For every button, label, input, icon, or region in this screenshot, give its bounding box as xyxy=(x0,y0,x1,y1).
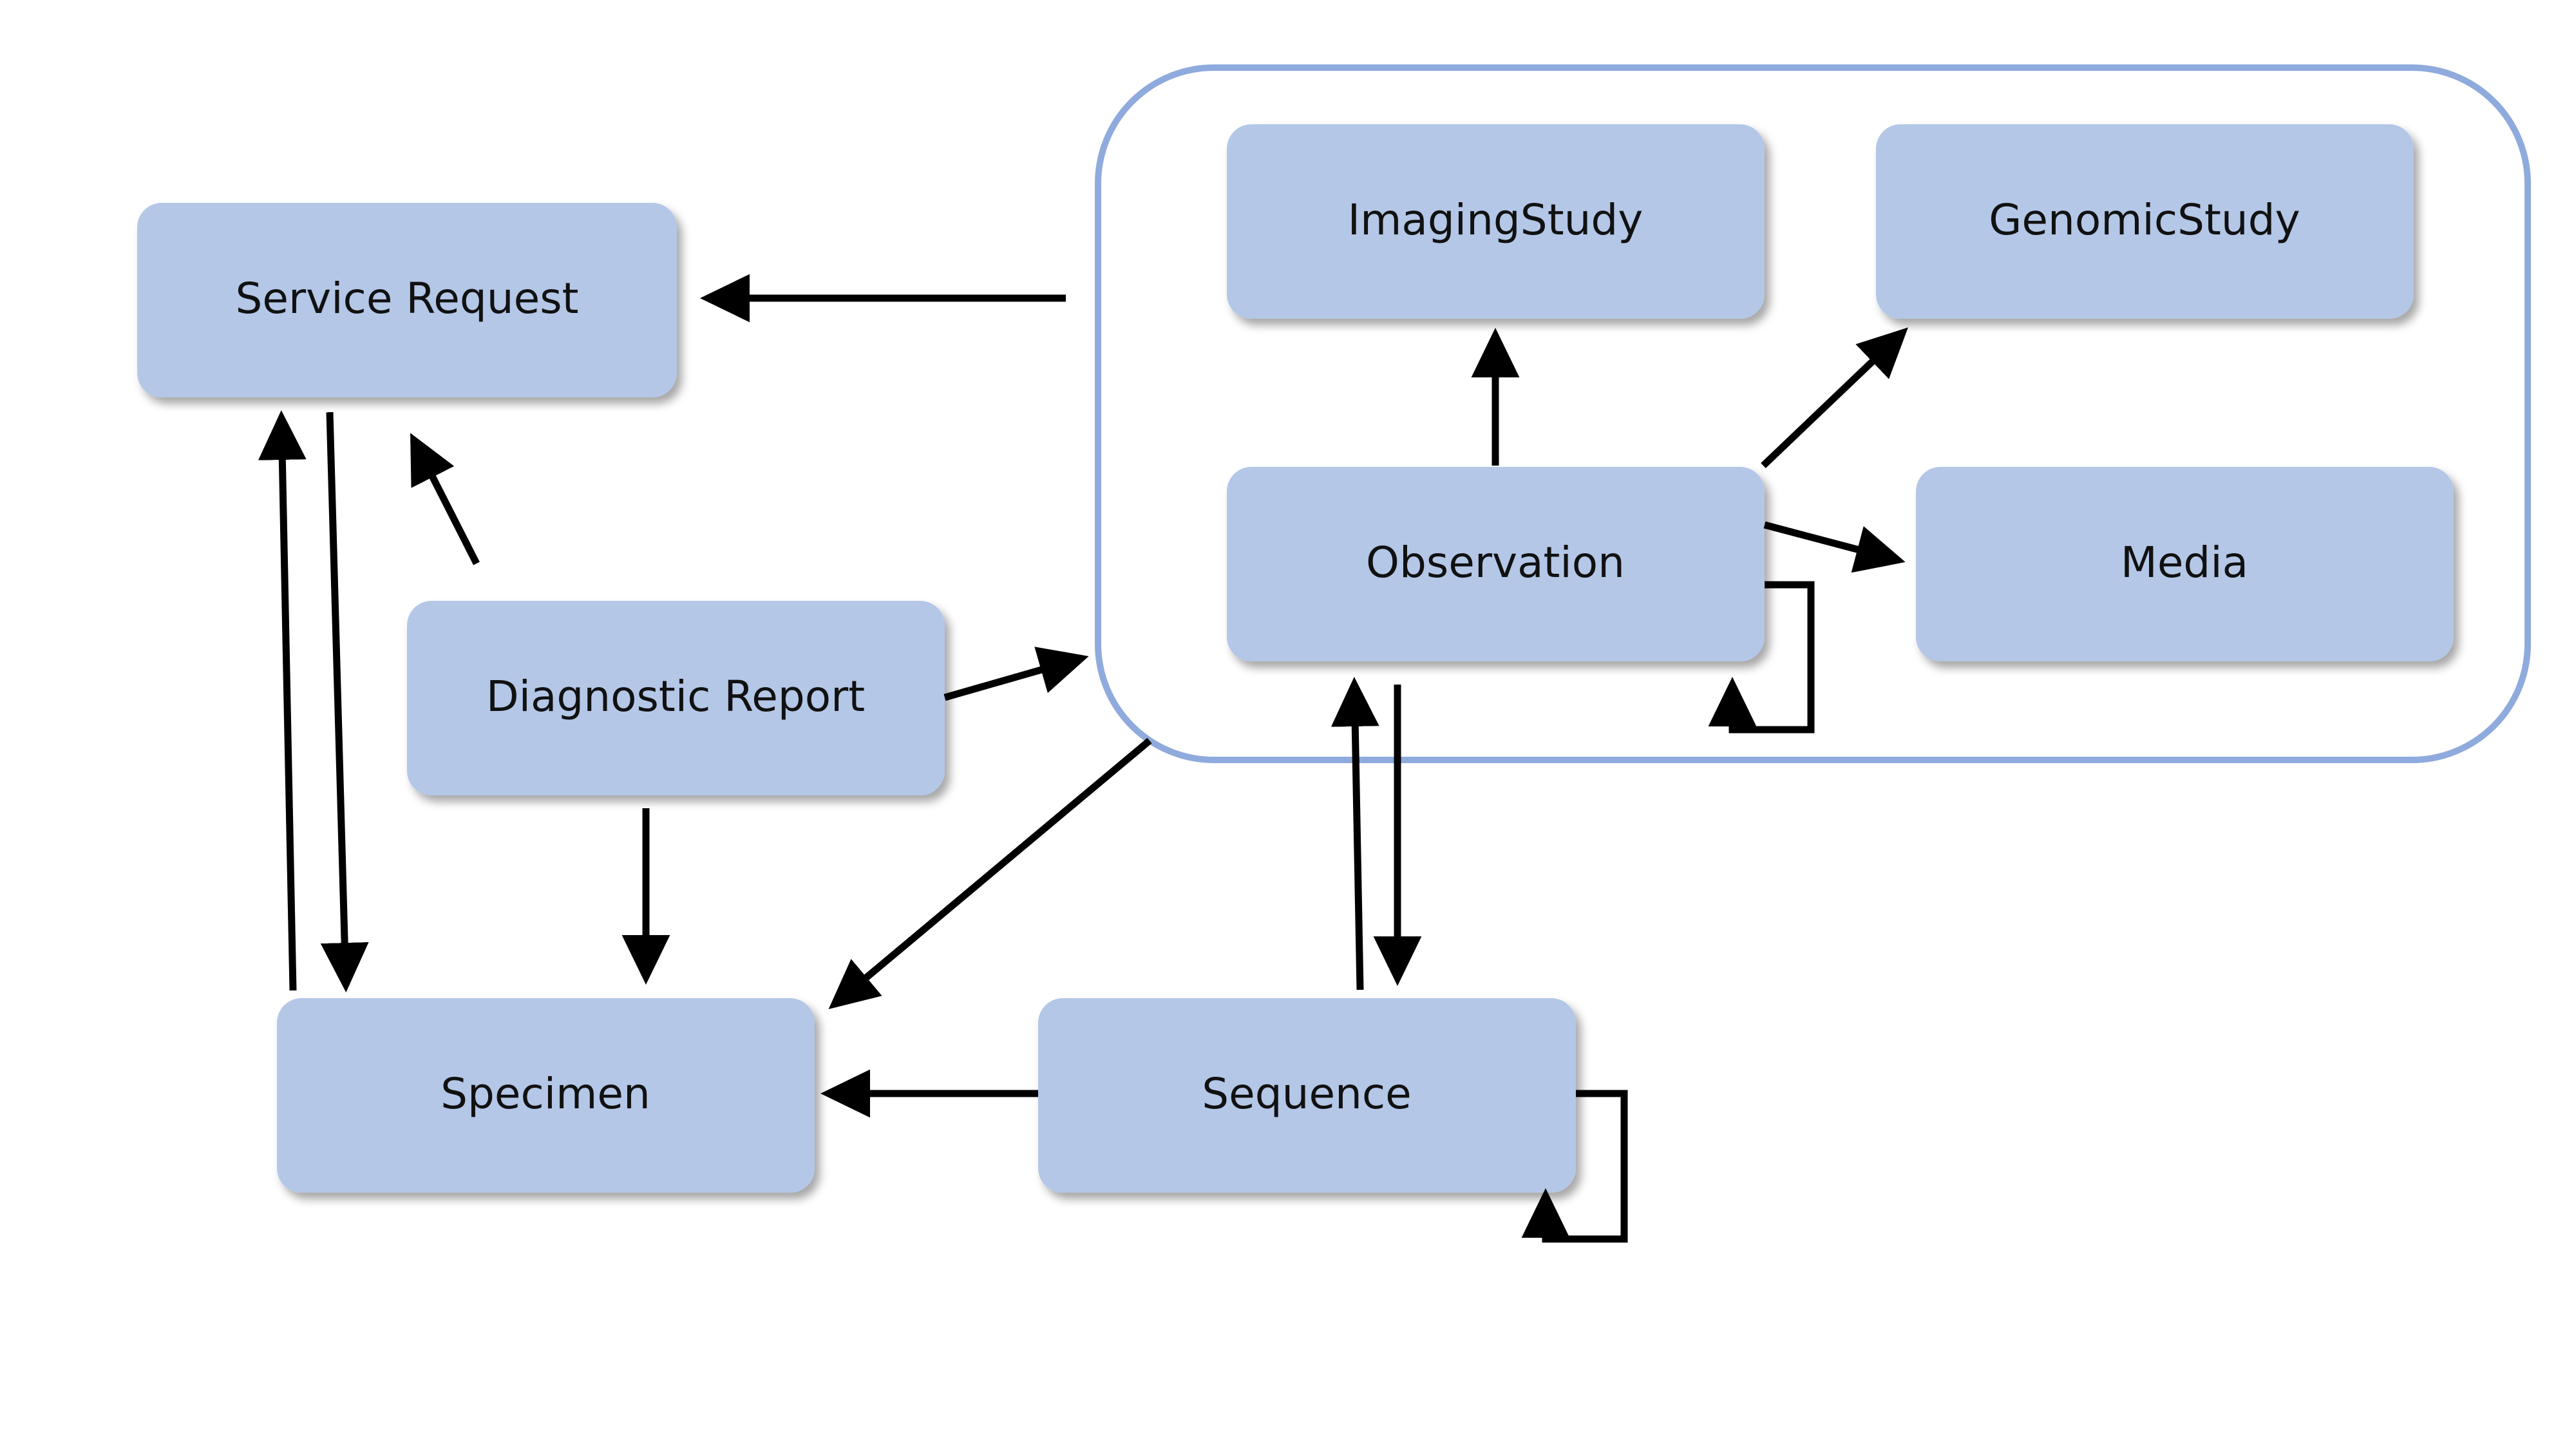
arrow-sequence-to-observation xyxy=(1331,677,1379,990)
arrow-observation-self-loop xyxy=(1708,581,1815,734)
media-node[interactable]: Media xyxy=(1916,467,2454,661)
sequence-label: Sequence xyxy=(1202,1069,1412,1119)
arrow-service-request-to-specimen xyxy=(320,412,369,992)
genomic-study-node[interactable]: GenomicStudy xyxy=(1876,124,2414,319)
arrow-observation-to-genomic-study xyxy=(1761,327,1908,468)
observation-label: Observation xyxy=(1366,538,1625,587)
arrow-observation-to-media xyxy=(1763,521,1906,573)
specimen-node[interactable]: Specimen xyxy=(277,998,815,1193)
media-label: Media xyxy=(2121,538,2248,587)
arrow-diagnostic-report-to-group xyxy=(943,647,1089,701)
diagnostic-report-label: Diagnostic Report xyxy=(486,672,865,721)
arrow-specimen-to-service-request xyxy=(258,410,307,991)
diagnostic-report-node[interactable]: Diagnostic Report xyxy=(407,601,945,795)
service-request-label: Service Request xyxy=(236,274,579,323)
specimen-label: Specimen xyxy=(440,1069,650,1119)
arrow-diagnostic-report-to-service-request xyxy=(410,433,480,565)
arrow-group-to-specimen xyxy=(828,737,1152,1010)
genomic-study-label: GenomicStudy xyxy=(1989,195,2300,245)
sequence-node[interactable]: Sequence xyxy=(1038,998,1576,1193)
arrow-sequence-self-loop xyxy=(1521,1090,1628,1243)
imaging-study-label: ImagingStudy xyxy=(1348,195,1643,245)
imaging-study-node[interactable]: ImagingStudy xyxy=(1227,124,1765,319)
service-request-node[interactable]: Service Request xyxy=(137,203,677,397)
observation-node[interactable]: Observation xyxy=(1227,467,1765,661)
